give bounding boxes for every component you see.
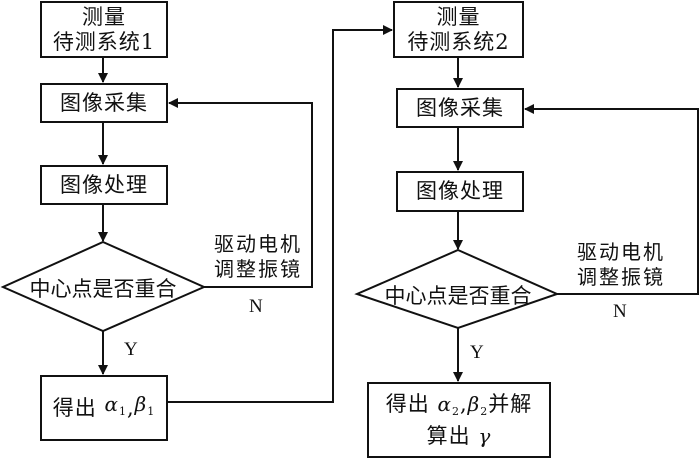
image-acquire-box-1: 图像采集: [40, 83, 168, 123]
start-box-system2: 测量 待测系统2: [393, 1, 524, 58]
result-2-line2: 算出 γ: [427, 424, 492, 449]
yes-label-2: Y: [470, 342, 484, 363]
no-label-2: N: [613, 301, 627, 322]
alpha-subscript-1: 1: [118, 405, 127, 418]
start-box-system2-line2: 待测系统2: [407, 29, 510, 54]
alpha-symbol-1: α1: [104, 392, 127, 418]
start-box-system1-line2: 待测系统1: [52, 29, 156, 54]
connector-result1-to-start2: [167, 25, 393, 403]
yes-label-1: Y: [124, 339, 138, 360]
decision-label-2: 中心点是否重合: [384, 284, 532, 308]
result-2-separator: ,: [459, 391, 468, 416]
feedback-label-1-line2: 调整振镜: [214, 257, 302, 281]
result-2-line2-prefix: 算出: [426, 423, 479, 448]
feedback-label-2: 驱动电机 调整振镜: [566, 240, 676, 290]
result-box-2: 得出 α2,β2并解 算出 γ: [367, 382, 551, 458]
start-box-system1-line1: 测量: [82, 4, 126, 29]
result-2-suffix: 并解: [488, 391, 533, 416]
result-2-line1: 得出 α2,β2并解: [386, 392, 532, 424]
image-process-label-2: 图像处理: [416, 179, 504, 203]
result-2-prefix: 得出: [385, 391, 438, 416]
beta-subscript-1: 1: [147, 405, 156, 418]
start-box-system1: 测量 待测系统1: [40, 1, 168, 58]
image-acquire-label-2: 图像采集: [416, 95, 504, 120]
result-box-1: 得出 α1 , β1: [40, 375, 168, 441]
image-acquire-box-2: 图像采集: [396, 88, 524, 128]
image-process-label-1: 图像处理: [60, 172, 148, 197]
decision-label-1: 中心点是否重合: [29, 277, 177, 301]
start-box-system2-line1: 测量: [436, 4, 481, 29]
beta-symbol-1: β1: [134, 392, 156, 418]
beta-symbol-2: β2: [467, 391, 489, 418]
image-process-box-2: 图像处理: [396, 171, 524, 212]
image-acquire-label-1: 图像采集: [60, 90, 148, 115]
feedback-label-2-line2: 调整振镜: [577, 265, 665, 289]
alpha-symbol-2: α2: [437, 391, 460, 418]
feedback-loop-2: [524, 104, 699, 295]
gamma-symbol: γ: [478, 423, 492, 448]
alpha-subscript-2: 2: [451, 404, 460, 418]
beta-subscript-2: 2: [480, 404, 489, 418]
feedback-label-1: 驱动电机 调整振镜: [204, 232, 312, 282]
no-label-1: N: [249, 296, 263, 317]
image-process-box-1: 图像处理: [40, 165, 168, 205]
feedback-label-1-line1: 驱动电机: [214, 232, 302, 256]
feedback-label-2-line1: 驱动电机: [577, 240, 665, 264]
result-1-prefix: 得出: [52, 395, 105, 420]
result-1-separator: ,: [126, 395, 135, 420]
feedback-loop-1: [168, 98, 313, 288]
